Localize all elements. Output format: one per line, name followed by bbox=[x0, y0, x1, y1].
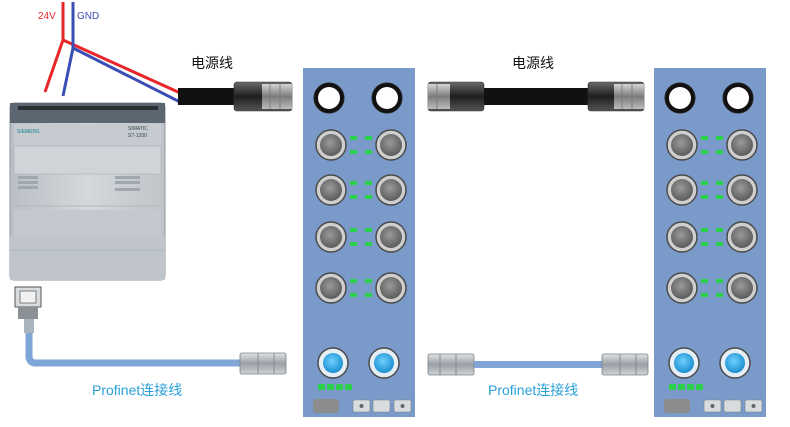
profinet-status-led bbox=[345, 384, 352, 390]
signal-port bbox=[671, 277, 693, 299]
status-led bbox=[350, 293, 357, 297]
bottom-slot bbox=[723, 399, 742, 413]
power-connector-1 bbox=[233, 81, 293, 112]
signal-port bbox=[731, 277, 753, 299]
power-cable-1 bbox=[178, 88, 238, 105]
profinet-cable-2 bbox=[474, 361, 604, 368]
signal-port bbox=[731, 179, 753, 201]
plc-terminal-block-top bbox=[18, 106, 158, 110]
power-port bbox=[318, 87, 340, 109]
profinet-connector-1 bbox=[239, 352, 287, 375]
status-led bbox=[350, 242, 357, 246]
signal-port bbox=[320, 226, 342, 248]
label-profinet-cable-1: Profinet连接线 bbox=[92, 382, 183, 398]
bottom-slot-dot bbox=[400, 404, 405, 408]
label-gnd: GND bbox=[77, 11, 100, 22]
status-led bbox=[716, 293, 723, 297]
label-plate bbox=[664, 399, 690, 413]
status-led bbox=[350, 181, 357, 185]
bottom-slot-dot bbox=[751, 404, 756, 408]
profinet-status-led bbox=[318, 384, 325, 390]
status-led bbox=[701, 293, 708, 297]
profinet-port bbox=[725, 353, 745, 373]
status-led bbox=[701, 195, 708, 199]
rj45-connector bbox=[14, 286, 42, 333]
label-power-cable-2: 电源线 bbox=[512, 55, 554, 71]
status-led bbox=[701, 150, 708, 154]
signal-port bbox=[380, 226, 402, 248]
status-led bbox=[365, 228, 372, 232]
profinet-status-led bbox=[678, 384, 685, 390]
bottom-slot-dot bbox=[359, 404, 364, 408]
bottom-slot bbox=[372, 399, 391, 413]
label-power-cable-1: 电源线 bbox=[191, 55, 233, 71]
status-led bbox=[350, 136, 357, 140]
plc-s7-1200: SIEMENS SIMATIC S7-1200 bbox=[9, 102, 166, 281]
status-led bbox=[716, 195, 723, 199]
signal-port bbox=[380, 179, 402, 201]
status-led bbox=[716, 228, 723, 232]
status-led bbox=[365, 136, 372, 140]
profinet-port bbox=[323, 353, 343, 373]
power-cable-2 bbox=[484, 88, 590, 105]
profinet-status-led bbox=[327, 384, 334, 390]
power-connector-2a bbox=[427, 81, 485, 112]
signal-port bbox=[671, 134, 693, 156]
signal-port bbox=[320, 277, 342, 299]
profinet-connector-2a bbox=[427, 353, 475, 376]
signal-port bbox=[731, 134, 753, 156]
power-connector-2b bbox=[587, 81, 645, 112]
status-led bbox=[701, 181, 708, 185]
io-module-1 bbox=[303, 68, 415, 417]
status-led bbox=[716, 279, 723, 283]
label-profinet-cable-2: Profinet连接线 bbox=[488, 382, 579, 398]
bottom-slot-dot bbox=[710, 404, 715, 408]
status-led bbox=[701, 279, 708, 283]
plc-brand: SIEMENS bbox=[17, 129, 40, 135]
status-led bbox=[701, 136, 708, 140]
plc-model-line2: S7-1200 bbox=[128, 133, 147, 139]
status-led bbox=[365, 150, 372, 154]
status-led bbox=[365, 242, 372, 246]
profinet-status-led bbox=[696, 384, 703, 390]
status-led bbox=[701, 228, 708, 232]
status-led bbox=[350, 279, 357, 283]
status-led bbox=[365, 195, 372, 199]
profinet-status-led bbox=[669, 384, 676, 390]
io-module-2 bbox=[654, 68, 766, 417]
status-led bbox=[716, 242, 723, 246]
status-led bbox=[716, 150, 723, 154]
signal-port bbox=[671, 179, 693, 201]
profinet-status-led bbox=[336, 384, 343, 390]
power-port bbox=[669, 87, 691, 109]
signal-port bbox=[320, 179, 342, 201]
status-led bbox=[365, 293, 372, 297]
status-led bbox=[716, 181, 723, 185]
profinet-cable-1 bbox=[25, 333, 246, 367]
profinet-status-led bbox=[687, 384, 694, 390]
signal-port bbox=[320, 134, 342, 156]
status-led bbox=[701, 242, 708, 246]
plc-model-line1: SIMATIC bbox=[128, 126, 148, 132]
profinet-port bbox=[374, 353, 394, 373]
power-port bbox=[376, 87, 398, 109]
status-led bbox=[716, 136, 723, 140]
signal-port bbox=[731, 226, 753, 248]
status-led bbox=[365, 181, 372, 185]
signal-port bbox=[380, 277, 402, 299]
status-led bbox=[350, 228, 357, 232]
status-led bbox=[350, 150, 357, 154]
label-plate bbox=[313, 399, 339, 413]
signal-port bbox=[671, 226, 693, 248]
power-port bbox=[727, 87, 749, 109]
profinet-connector-2b bbox=[601, 353, 649, 376]
status-led bbox=[365, 279, 372, 283]
status-led bbox=[350, 195, 357, 199]
label-24v: 24V bbox=[38, 11, 56, 22]
plc-io-led-area bbox=[18, 176, 140, 191]
profinet-port bbox=[674, 353, 694, 373]
signal-port bbox=[380, 134, 402, 156]
